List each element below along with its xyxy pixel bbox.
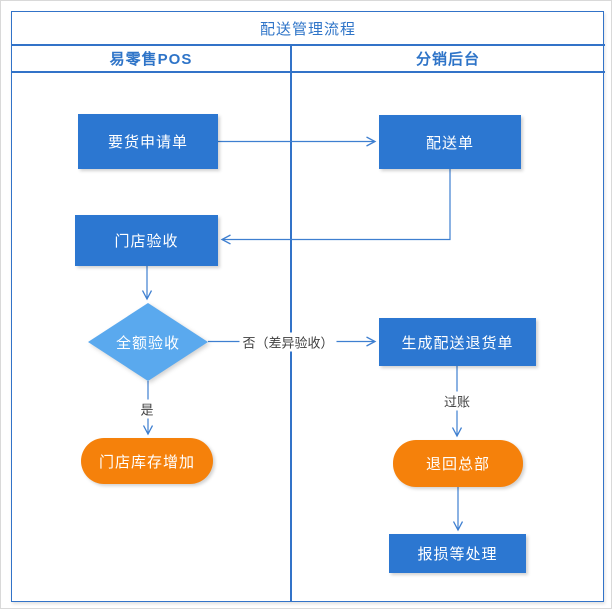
node-store-stock-increase: 门店库存增加: [81, 438, 213, 484]
edge-label-no-branch: 否（差异验收）: [239, 332, 337, 352]
header-bottom-line: [11, 71, 605, 73]
node-return-to-hq: 退回总部: [393, 440, 523, 487]
node-delivery-order: 配送单: [379, 115, 521, 169]
node-store-acceptance: 门店验收: [75, 215, 218, 266]
lane-header-pos: 易零售POS: [109, 51, 193, 68]
node-damage-handling: 报损等处理: [389, 534, 526, 573]
swimlane-divider: [290, 45, 292, 602]
lane-header-backend: 分销后台: [415, 51, 480, 68]
node-request-order: 要货申请单: [78, 114, 218, 169]
edge-label-yes-branch: 是: [137, 399, 157, 419]
diagram-frame: [11, 11, 604, 602]
diagram-title: 配送管理流程: [259, 20, 356, 38]
node-full-acceptance-wrap: 全额验收: [88, 303, 208, 381]
title-bottom-line: [11, 44, 605, 46]
node-full-acceptance: 全额验收: [88, 303, 208, 381]
edge-label-posting: 过账: [440, 391, 474, 411]
node-generate-return-order: 生成配送退货单: [379, 318, 536, 366]
